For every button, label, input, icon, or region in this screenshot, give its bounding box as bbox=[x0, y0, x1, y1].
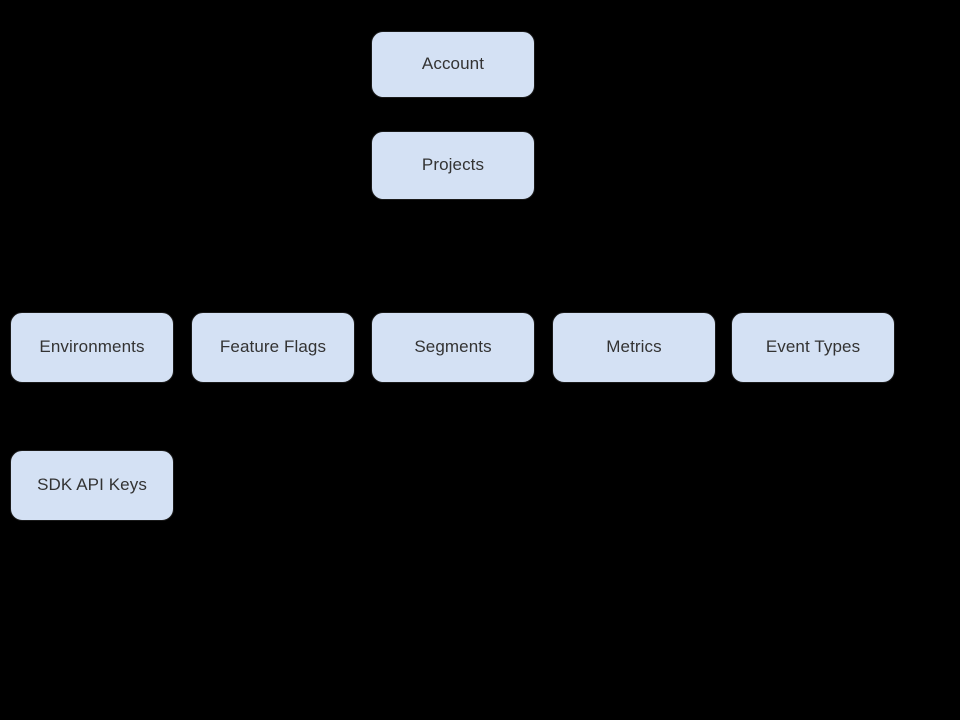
node-projects[interactable]: Projects bbox=[371, 131, 535, 200]
node-account[interactable]: Account bbox=[371, 31, 535, 98]
node-sdk-api-keys[interactable]: SDK API Keys bbox=[10, 450, 174, 521]
node-projects-label: Projects bbox=[421, 155, 485, 175]
node-metrics[interactable]: Metrics bbox=[552, 312, 716, 383]
node-metrics-label: Metrics bbox=[606, 337, 662, 357]
node-feature-flags-label: Feature Flags bbox=[219, 337, 327, 357]
node-environments-label: Environments bbox=[39, 337, 145, 357]
node-sdk-api-keys-label: SDK API Keys bbox=[37, 475, 147, 495]
node-event-types-label: Event Types bbox=[765, 337, 861, 357]
node-segments-label: Segments bbox=[414, 337, 492, 357]
node-environments[interactable]: Environments bbox=[10, 312, 174, 383]
node-segments[interactable]: Segments bbox=[371, 312, 535, 383]
node-account-label: Account bbox=[421, 54, 485, 74]
node-event-types[interactable]: Event Types bbox=[731, 312, 895, 383]
node-feature-flags[interactable]: Feature Flags bbox=[191, 312, 355, 383]
